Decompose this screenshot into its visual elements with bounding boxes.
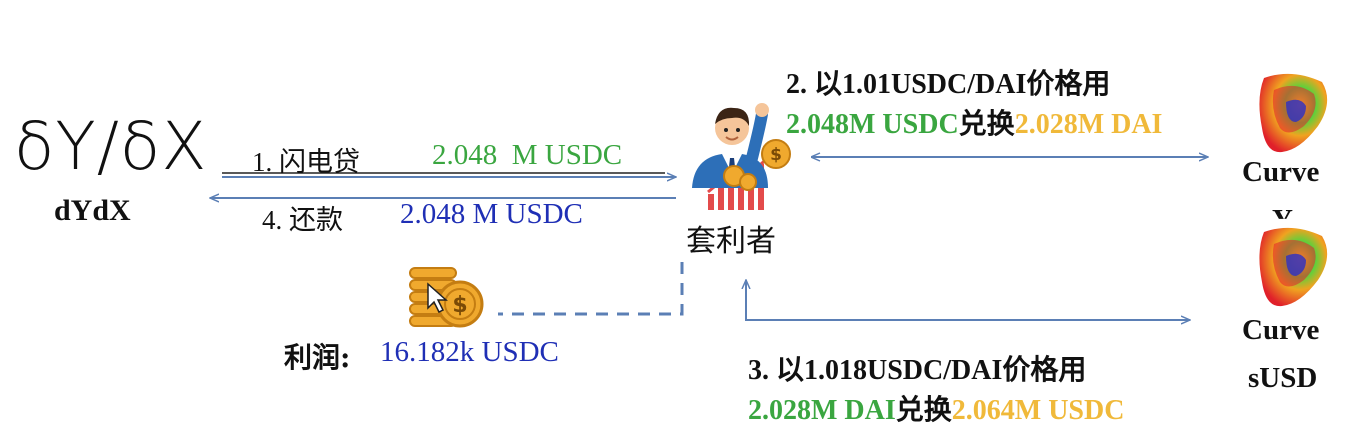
flash-loan-label: 1. 闪电贷 [252, 147, 360, 177]
dydx-label: dYdX [54, 194, 131, 227]
swap1-detail: 2.048M USDC兑换2.028M DAI [786, 102, 1162, 142]
profit-label: 利润: [284, 341, 351, 374]
swap2-amount-out: 2.064M USDC [951, 395, 1125, 426]
profit-amount: 16.182k USDC [380, 336, 559, 368]
dydx-symbol: δY/δX [14, 108, 208, 185]
flash-loan-amount: 2.048 M USDC [432, 139, 623, 171]
curve-y-label: Curve [1242, 156, 1320, 188]
swap2-verb: 兑换 [895, 395, 952, 426]
swap2-detail: 2.028M DAI兑换2.064M USDC [748, 388, 1124, 428]
curve-susd-label: Curve [1242, 314, 1320, 346]
swap1-amount-in: 2.048M USDC [786, 109, 959, 140]
swap1-title: 2. 以1.01USDC/DAI价格用 [786, 69, 1111, 100]
arbitrageur-icon: $ [692, 103, 791, 210]
repay-amount: 2.048 M USDC [400, 198, 583, 230]
profit-dashed-line [498, 262, 684, 316]
swap2-title: 3. 以1.018USDC/DAI价格用 [748, 355, 1087, 386]
curve-y-logo-icon [1259, 73, 1328, 153]
swap1-amount-out: 2.028M DAI [1014, 109, 1163, 140]
svg-text:$: $ [770, 145, 782, 165]
curve-susd-pool-label: sUSD [1248, 362, 1318, 394]
curve-y-pool-label: Y [1272, 204, 1293, 236]
swap2-amount-in: 2.028M DAI [748, 395, 896, 426]
coin-stack-icon: $ [409, 267, 484, 328]
swap1-verb: 兑换 [958, 109, 1015, 140]
swap-curve-susd-arrow [746, 280, 1188, 321]
svg-text:$: $ [452, 293, 467, 318]
arbitrageur-label: 套利者 [686, 224, 776, 259]
curve-susd-logo-icon [1259, 227, 1328, 307]
repay-label: 4. 还款 [262, 205, 343, 235]
